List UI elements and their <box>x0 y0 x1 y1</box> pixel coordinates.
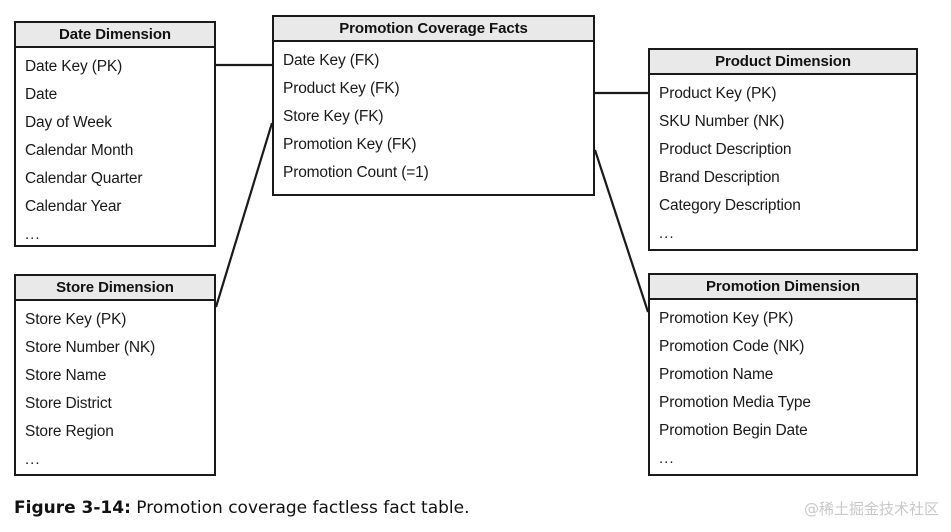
entity-promotion-dimension[interactable]: Promotion Dimension Promotion Key (PK) P… <box>648 273 918 476</box>
field-row: Promotion Code (NK) <box>659 338 805 355</box>
entity-date-dimension[interactable]: Date Dimension Date Key (PK) Date Day of… <box>14 21 216 247</box>
field-row: Date Key (FK) <box>283 52 380 69</box>
field-row: Promotion Media Type <box>659 394 811 411</box>
entity-title-promotion-coverage-facts: Promotion Coverage Facts <box>274 17 593 42</box>
entity-promotion-coverage-facts[interactable]: Promotion Coverage Facts Date Key (FK) P… <box>272 15 595 196</box>
field-row: Date <box>25 86 58 103</box>
entity-fields-promotion-dimension: Promotion Key (PK) Promotion Code (NK) P… <box>650 300 916 477</box>
field-row: Store Region <box>25 423 114 440</box>
entity-title-promotion-dimension: Promotion Dimension <box>650 275 916 300</box>
field-row: Promotion Count (=1) <box>283 164 429 181</box>
field-row: Day of Week <box>25 114 112 131</box>
entity-product-dimension[interactable]: Product Dimension Product Key (PK) SKU N… <box>648 48 918 251</box>
field-row: Product Description <box>659 141 792 158</box>
entity-store-dimension[interactable]: Store Dimension Store Key (PK) Store Num… <box>14 274 216 476</box>
field-row-ellipsis: ... <box>659 225 675 242</box>
field-row: Category Description <box>659 197 801 214</box>
field-row-ellipsis: ... <box>25 226 41 243</box>
figure-caption: Figure 3-14: Promotion coverage factless… <box>14 498 470 518</box>
field-row: Calendar Year <box>25 198 122 215</box>
entity-title-date-dimension: Date Dimension <box>16 23 214 48</box>
field-row: Store Key (FK) <box>283 108 384 125</box>
connector-store-to-fact <box>214 122 274 308</box>
field-row: Store Number (NK) <box>25 339 156 356</box>
field-row: Calendar Quarter <box>25 170 143 187</box>
field-row: Calendar Month <box>25 142 134 159</box>
field-row: Store Key (PK) <box>25 311 127 328</box>
field-row: Store District <box>25 395 112 412</box>
field-row: SKU Number (NK) <box>659 113 785 130</box>
entity-fields-date-dimension: Date Key (PK) Date Day of Week Calendar … <box>16 48 214 253</box>
field-row: Promotion Begin Date <box>659 422 808 439</box>
connector-fact-to-promotion <box>593 149 650 313</box>
figure-caption-text: Promotion coverage factless fact table. <box>130 498 470 518</box>
field-row-ellipsis: ... <box>25 451 41 468</box>
field-row: Product Key (FK) <box>283 80 400 97</box>
entity-title-product-dimension: Product Dimension <box>650 50 916 75</box>
figure-label: Figure 3-14: <box>14 498 131 518</box>
field-row: Promotion Key (PK) <box>659 310 794 327</box>
field-row: Brand Description <box>659 169 780 186</box>
field-row: Promotion Name <box>659 366 774 383</box>
entity-fields-promotion-coverage-facts: Date Key (FK) Product Key (FK) Store Key… <box>274 42 593 191</box>
entity-title-store-dimension: Store Dimension <box>16 276 214 301</box>
field-row: Store Name <box>25 367 107 384</box>
field-row: Date Key (PK) <box>25 58 123 75</box>
field-row-ellipsis: ... <box>659 450 675 467</box>
entity-fields-product-dimension: Product Key (PK) SKU Number (NK) Product… <box>650 75 916 252</box>
watermark: @稀土掘金技术社区 <box>803 500 939 518</box>
field-row: Product Key (PK) <box>659 85 777 102</box>
field-row: Promotion Key (FK) <box>283 136 417 153</box>
entity-fields-store-dimension: Store Key (PK) Store Number (NK) Store N… <box>16 301 214 478</box>
